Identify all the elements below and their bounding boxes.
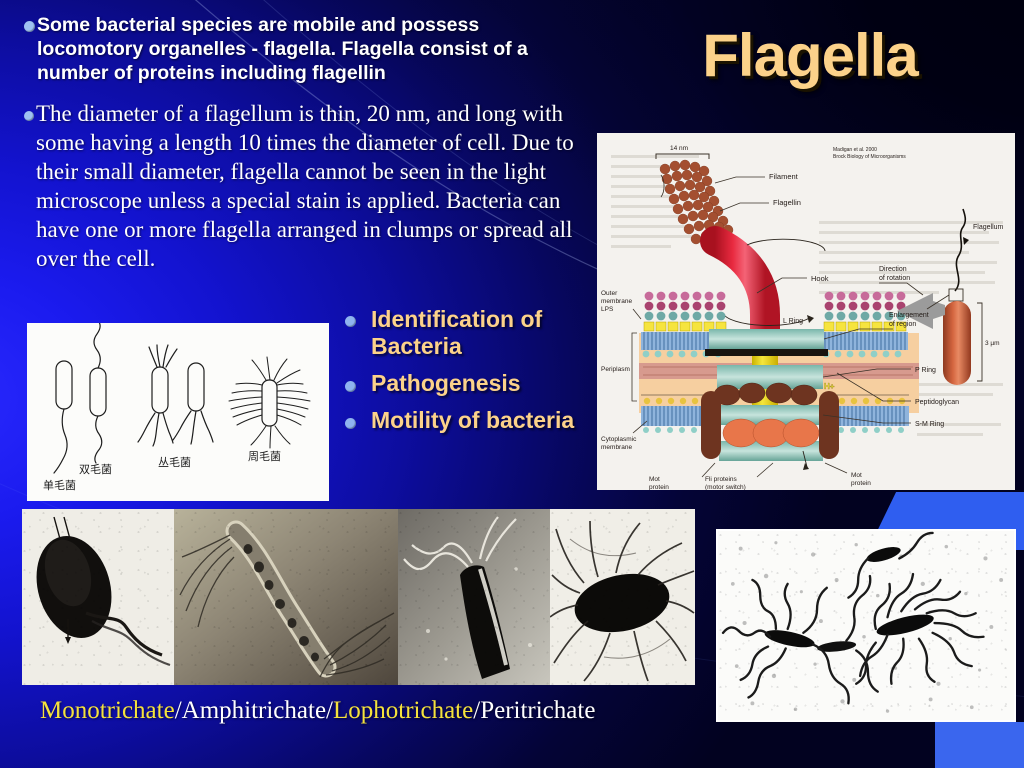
- bullet-paragraph-overview: Some bacterial species are mobile and po…: [24, 14, 590, 85]
- diagram-label-cytoplasmic-membrane-l2: membrane: [601, 444, 632, 451]
- list-item: Motility of bacteria: [345, 407, 585, 434]
- caption-sep-2: /: [326, 697, 333, 724]
- flagellar-arrangement-caption: Monotrichate/Amphitrichate/Lophotrichate…: [40, 697, 595, 725]
- diagram-label-enlargement-l2: of region: [889, 321, 916, 328]
- line-drawing-label-3: 周毛菌: [248, 450, 281, 463]
- diagram-label-mot-left-l2: protein: [649, 484, 669, 490]
- bullet-dot-icon: [345, 316, 356, 328]
- diagram-label-fli-l2: (motor switch): [705, 484, 746, 490]
- diagram-label-rotation-l2: of rotation: [879, 275, 910, 282]
- diagram-label-mot-right-l1: Mot: [851, 472, 862, 479]
- diagram-label-mot-left-l1: Mot: [649, 476, 660, 483]
- caption-part-lophotrichate: Lophotrichate: [333, 697, 474, 724]
- monotrichous-micrograph: [22, 509, 174, 685]
- line-drawing-label-2: 丛毛菌: [158, 456, 191, 469]
- caption-part-peritrichate: Peritrichate: [480, 697, 596, 724]
- line-drawing-label-0: 单毛菌: [43, 479, 76, 492]
- paragraph-text-details: The diameter of a flagellum is thin, 20 …: [36, 101, 574, 271]
- peritrichous-micrograph: [550, 509, 695, 685]
- diagram-label-proton: H+: [824, 382, 835, 391]
- diagram-label-flagellum: Flagellum: [973, 224, 1004, 231]
- diagram-label-outer-membrane-l3: LPS: [601, 306, 614, 313]
- caption-part-amphitrichate: Amphitrichate: [181, 697, 327, 724]
- amphitrichous-micrograph: [174, 509, 398, 685]
- stained-peritrichous-micrograph: [716, 529, 1016, 722]
- diagram-label-outer-membrane-l2: membrane: [601, 298, 632, 305]
- diagram-label-cell-scale: 3 µm: [985, 340, 1000, 347]
- flagellar-arrangement-line-drawing: 单毛菌 双毛菌 丛毛菌 周毛菌: [27, 323, 329, 501]
- key-point-label: Pathogenesis: [371, 370, 521, 397]
- key-points-list: Identification of Bacteria Pathogenesis …: [345, 306, 585, 445]
- flagellum-structure-diagram: Madigan et al. 2000 Brock Biology of Mic…: [597, 133, 1015, 490]
- paragraph-text-overview: Some bacterial species are mobile and po…: [37, 14, 528, 84]
- diagram-label-scale-top: 14 nm: [670, 145, 688, 152]
- bullet-dot-icon: [345, 380, 356, 392]
- list-item: Identification of Bacteria: [345, 306, 585, 360]
- caption-part-monotrichate: Monotrichate: [40, 697, 175, 724]
- slide-title: Flagella: [702, 22, 918, 89]
- diagram-label-enlargement-l1: Enlargement: [889, 312, 929, 319]
- diagram-label-fli-l1: Fli proteins: [705, 476, 738, 483]
- diagram-label-l-ring: L Ring: [783, 318, 803, 325]
- caption-sep-3: /: [473, 697, 481, 724]
- key-point-label: Identification of Bacteria: [371, 306, 543, 360]
- diagram-label-periplasm: Periplasm: [601, 366, 630, 373]
- key-point-label: Motility of bacteria: [371, 407, 575, 434]
- bullet-paragraph-details: The diameter of a flagellum is thin, 20 …: [24, 100, 602, 274]
- diagram-label-p-ring: P Ring: [915, 367, 936, 374]
- accent-block-shape: [935, 722, 1024, 768]
- bullet-dot-icon: [345, 417, 356, 429]
- bullet-dot-icon: [24, 20, 35, 32]
- diagram-label-sm-ring: S-M Ring: [915, 421, 944, 428]
- diagram-label-cytoplasmic-membrane-l1: Cytoplasmic: [601, 436, 637, 443]
- diagram-label-hook: Hook: [811, 274, 829, 283]
- diagram-credit-line2: Brock Biology of Microorganisms: [833, 154, 906, 160]
- diagram-label-peptidoglycan: Peptidoglycan: [915, 399, 959, 406]
- caption-sep-1: /: [174, 697, 182, 724]
- diagram-credit-line1: Madigan et al. 2000: [833, 147, 877, 153]
- diagram-label-mot-right-l2: protein: [851, 480, 871, 487]
- line-drawing-svg: 单毛菌 双毛菌 丛毛菌 周毛菌: [27, 323, 329, 501]
- bullet-dot-icon: [24, 111, 34, 122]
- diagram-label-outer-membrane-l1: Outer: [601, 290, 618, 297]
- line-drawing-label-1: 双毛菌: [79, 463, 112, 476]
- lophotrichous-micrograph: [398, 509, 550, 685]
- list-item: Pathogenesis: [345, 370, 585, 397]
- diagram-label-rotation-l1: Direction: [879, 266, 907, 273]
- structure-diagram-svg: Madigan et al. 2000 Brock Biology of Mic…: [597, 133, 1015, 490]
- diagram-label-flagellin: Flagellin: [773, 198, 801, 207]
- diagram-label-filament: Filament: [769, 172, 799, 181]
